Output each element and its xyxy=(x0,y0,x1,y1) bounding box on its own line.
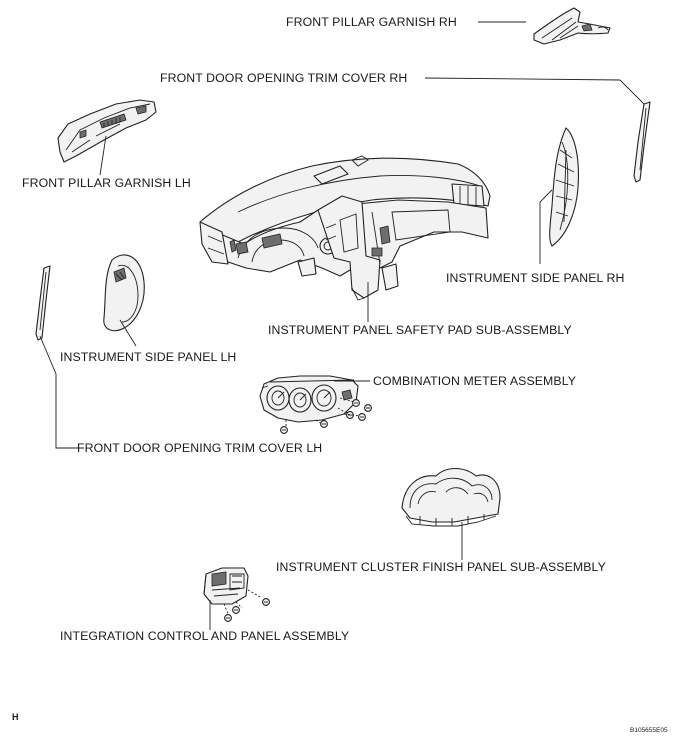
instrument-cluster-finish-panel-part xyxy=(401,467,501,527)
instrument-side-panel-lh-part xyxy=(103,254,145,332)
front-pillar-garnish-rh-part xyxy=(533,7,611,45)
label-instrument-side-panel-rh: INSTRUMENT SIDE PANEL RH xyxy=(446,271,625,285)
label-instrument-panel-safety-pad: INSTRUMENT PANEL SAFETY PAD SUB-ASSEMBLY xyxy=(268,323,572,337)
front-door-opening-trim-cover-rh-part xyxy=(633,101,651,183)
corner-mark: H xyxy=(12,712,19,722)
leader-lines xyxy=(39,21,645,630)
label-front-door-opening-trim-cover-lh: FRONT DOOR OPENING TRIM COVER LH xyxy=(77,441,323,455)
integration-control-and-panel-part xyxy=(203,567,270,622)
label-front-pillar-garnish-rh: FRONT PILLAR GARNISH RH xyxy=(286,15,457,29)
label-combination-meter-assembly: COMBINATION METER ASSEMBLY xyxy=(373,374,577,388)
figure-code: B105655E05 xyxy=(630,727,668,734)
front-door-opening-trim-cover-lh-part xyxy=(35,265,51,341)
label-front-door-opening-trim-cover-rh: FRONT DOOR OPENING TRIM COVER RH xyxy=(160,71,408,85)
combination-meter-screws xyxy=(280,397,372,434)
label-instrument-side-panel-lh: INSTRUMENT SIDE PANEL LH xyxy=(60,350,237,364)
combination-meter-assembly-part xyxy=(259,375,359,423)
label-instrument-cluster-finish-panel: INSTRUMENT CLUSTER FINISH PANEL SUB-ASSE… xyxy=(276,560,606,574)
instrument-panel-safety-pad-part xyxy=(199,155,491,301)
label-integration-control-and-panel: INTEGRATION CONTROL AND PANEL ASSEMBLY xyxy=(60,629,350,643)
label-front-pillar-garnish-lh: FRONT PILLAR GARNISH LH xyxy=(22,176,191,190)
instrument-side-panel-rh-part xyxy=(549,127,579,247)
front-pillar-garnish-lh-part xyxy=(57,99,157,163)
